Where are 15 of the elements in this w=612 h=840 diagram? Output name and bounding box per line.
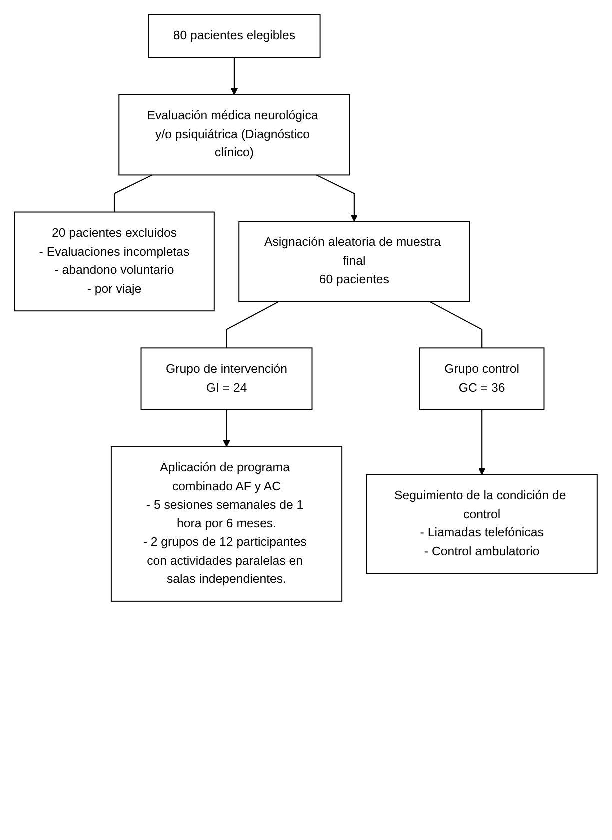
node-box: Grupo de intervención GI = 24 [140,348,313,410]
arrow [230,58,238,96]
node-box: Aplicación de programa combinado AF y AC - 5 sesiones semanales de 1 hora por 6 meses. - 2 grupos de 12 participantes con actividades paralelas en salas independientes. [110,446,343,602]
node-box: Grupo control GC = 36 [419,348,545,410]
connector [430,301,483,348]
node-box: 80 pacientes elegibles [148,14,321,58]
node-box: Asignación aleatoria de muestra final 60 pacientes [238,221,470,302]
arrow [223,410,230,448]
node-box: Evaluación médica neurológica y/o psiquiátrica (Diagnóstico clínico) [118,94,350,176]
connector [114,174,153,212]
arrow [478,410,486,476]
node-box: Seguimiento de la condición de control - Liamadas telefónicas - Control ambulatorio [366,474,598,574]
connector [226,301,280,348]
node-box: 20 pacientes excluidos - Evaluaciones incompletas - abandono voluntario - por viaje [14,212,215,312]
arrow [316,174,358,222]
